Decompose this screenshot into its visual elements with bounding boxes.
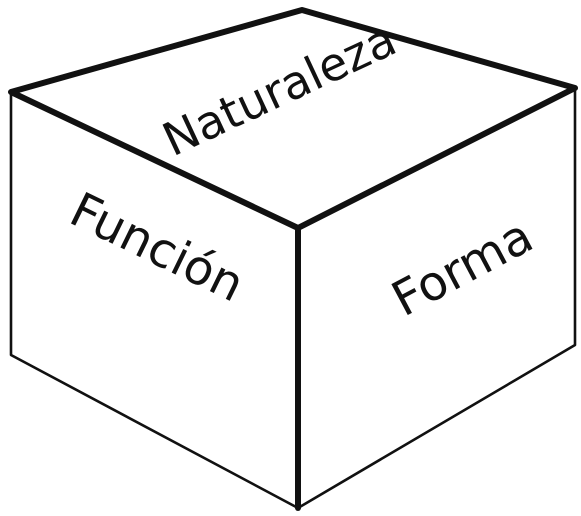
cube-diagram: Naturaleza Función Forma [0, 0, 581, 516]
cube-illustration: Naturaleza Función Forma [0, 0, 581, 516]
